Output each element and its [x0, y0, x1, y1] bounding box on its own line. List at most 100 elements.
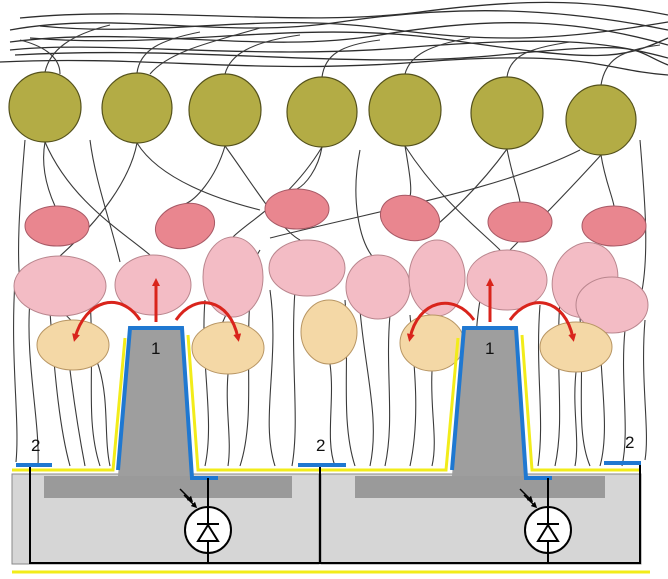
- light-pink-cell: [345, 254, 411, 320]
- light-arrow-icon: [183, 494, 198, 509]
- process: [268, 289, 276, 467]
- dark-pink-cell: [24, 205, 90, 247]
- process: [621, 329, 626, 467]
- light-arrow-icon: [519, 488, 534, 503]
- process: [643, 319, 647, 461]
- axon: [19, 39, 61, 75]
- process: [431, 370, 435, 467]
- light-pink-cell: [202, 236, 264, 318]
- tan-cell: [36, 319, 110, 371]
- process: [537, 304, 542, 467]
- axon: [321, 39, 381, 78]
- dendrite: [136, 142, 261, 211]
- axon: [404, 37, 471, 75]
- nerve-fiber: [9, 40, 668, 59]
- axon: [224, 34, 301, 75]
- process: [203, 299, 210, 467]
- diode-icon: [196, 523, 220, 542]
- ganglion-cell: [286, 76, 358, 148]
- process: [329, 363, 336, 467]
- ganglion-cell: [188, 73, 262, 147]
- ganglion-cell: [8, 71, 82, 143]
- photodiode-left: [179, 478, 232, 563]
- photodiode-right: [519, 478, 572, 563]
- tan-cell: [300, 299, 358, 365]
- electrode-pillar: [452, 330, 526, 476]
- current-arrow-right: [508, 301, 577, 342]
- dark-pink-cell: [379, 194, 441, 242]
- electrode-coating: [116, 326, 218, 480]
- dark-pink-cell: [487, 201, 553, 243]
- tan-cell: [191, 321, 265, 375]
- nerve-fiber: [9, 10, 668, 31]
- return-electrodes: 2 2 2: [16, 433, 641, 564]
- axon: [600, 44, 661, 86]
- process: [226, 373, 230, 467]
- current-arrow-left: [406, 301, 476, 342]
- light-pink-cell: [466, 249, 548, 311]
- dendrite: [355, 149, 373, 257]
- axon: [506, 41, 571, 78]
- nerve-fiber: [19, 1, 668, 19]
- axons: [19, 24, 661, 86]
- cell-processes: [13, 249, 647, 467]
- process: [28, 299, 39, 467]
- process: [13, 279, 18, 463]
- axon: [136, 31, 201, 74]
- process: [291, 289, 296, 467]
- axon: [149, 27, 261, 75]
- dendrite: [224, 145, 301, 241]
- dendrite: [184, 145, 226, 205]
- tan-cell: [539, 321, 613, 373]
- dendrite: [89, 139, 121, 263]
- bipolar-cell-layer: [13, 236, 649, 334]
- diode-icon: [536, 523, 560, 542]
- chip-strip-right: [355, 476, 605, 498]
- process: [239, 299, 251, 467]
- stimulating-electrode-right: 1: [450, 326, 552, 480]
- nerve-fiber: [9, 22, 668, 46]
- ganglion-cell: [470, 76, 544, 150]
- ganglion-cell-layer: [8, 71, 637, 156]
- current-arrow-left: [72, 301, 142, 342]
- electrode-pillar: [118, 330, 192, 476]
- current-arrow-right: [174, 301, 242, 342]
- light-arrow-icon: [179, 488, 194, 503]
- implant-substrate: [11, 473, 642, 565]
- dark-pink-cell: [154, 202, 216, 250]
- dendrite: [43, 141, 56, 207]
- axon: [44, 24, 111, 73]
- insulation-layer: [12, 334, 650, 574]
- dendrite: [404, 145, 412, 197]
- light-pink-cell: [268, 239, 346, 297]
- ganglion-cell: [565, 84, 637, 156]
- process: [359, 309, 374, 467]
- dendrite: [404, 145, 501, 251]
- dendrite: [44, 141, 151, 256]
- surface-insulation-line: [12, 334, 641, 472]
- nerve-fiber-bundle: [0, 1, 668, 76]
- light-pink-cell: [13, 255, 107, 317]
- electrode-label: 1: [485, 339, 494, 358]
- amacrine-cell-layer: [24, 188, 647, 250]
- stimulating-electrode-left: 1: [116, 326, 218, 480]
- current-arrows: [72, 278, 577, 342]
- nerve-fiber: [39, 21, 668, 39]
- dendrite: [600, 154, 615, 207]
- ganglion-cell: [368, 73, 442, 147]
- light-pink-cell: [575, 276, 649, 334]
- process: [554, 299, 561, 467]
- dendrite: [296, 146, 323, 190]
- photoreceptor-layer: [36, 299, 613, 375]
- process: [69, 369, 86, 467]
- light-arrow-icon: [523, 494, 538, 509]
- return-electrode-label: 2: [625, 433, 634, 452]
- return-electrode-label: 2: [316, 436, 325, 455]
- process: [574, 371, 578, 467]
- dark-pink-cell: [581, 205, 647, 247]
- dark-pink-cell: [264, 188, 330, 230]
- nerve-fiber: [29, 31, 668, 57]
- ganglion-cell: [101, 72, 173, 144]
- dendrite: [506, 148, 521, 203]
